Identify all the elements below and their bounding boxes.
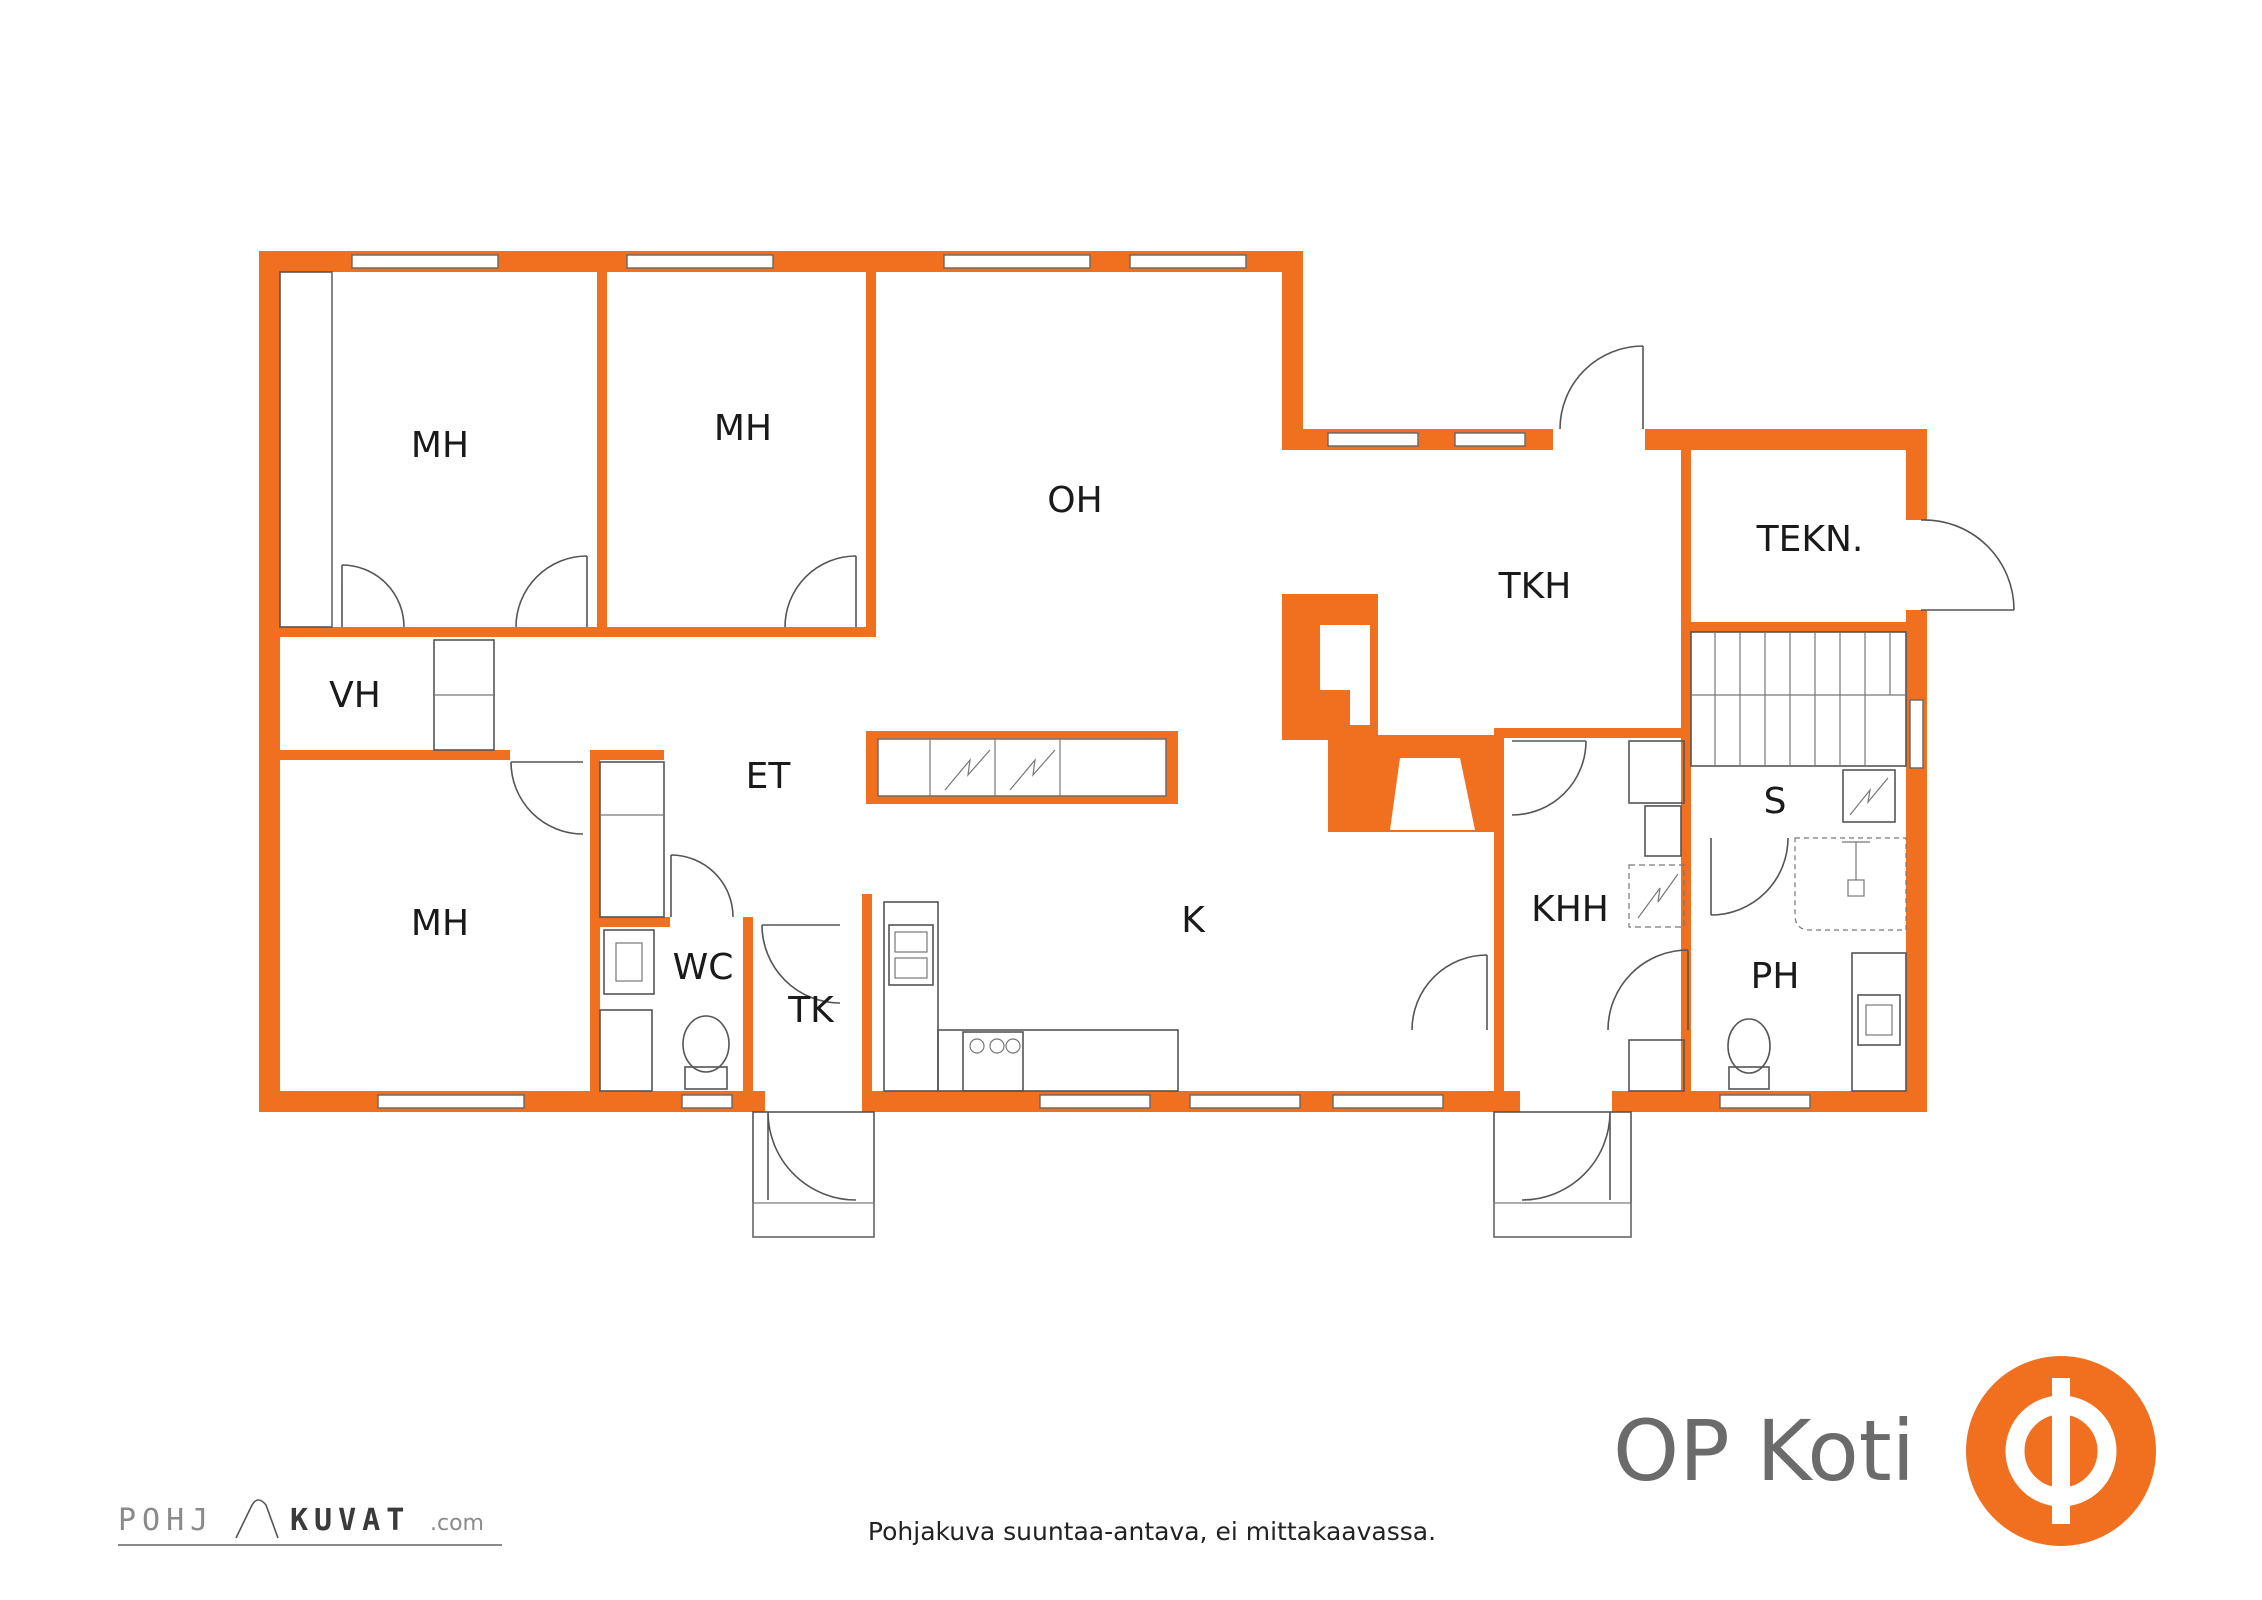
fireplace-opening	[1320, 625, 1370, 725]
wall-tk-east	[862, 894, 872, 1112]
shower-area	[1794, 837, 1907, 931]
credit-part1: POHJ	[118, 1503, 214, 1538]
wall-vh-south	[280, 750, 510, 760]
room-label-khh: KHH	[1531, 889, 1609, 930]
door-swing	[510, 761, 584, 835]
brand-name: OP Koti	[1613, 1402, 1915, 1500]
fireplace-opening-2	[1390, 758, 1475, 830]
khh-sink	[1644, 805, 1682, 857]
porches	[752, 1111, 1632, 1238]
kitchen-sink	[888, 924, 934, 986]
credit-roof-icon	[235, 1499, 279, 1539]
porch-west-step	[752, 1202, 875, 1238]
room-label-k: K	[1181, 900, 1206, 941]
fixtures	[279, 271, 1907, 1092]
wall-tk-west	[743, 917, 753, 1112]
walls	[259, 251, 1927, 1112]
window	[1129, 254, 1247, 269]
room-label-vh: VH	[329, 675, 381, 716]
wall-khh-east	[1681, 735, 1691, 1112]
closet	[599, 761, 665, 918]
window	[1719, 1094, 1811, 1109]
wall-wc-middle	[590, 917, 670, 927]
room-label-wc: WC	[673, 947, 734, 988]
door-swing	[761, 924, 841, 1004]
door-swing	[1511, 740, 1587, 816]
credit-part3: .com	[430, 1511, 484, 1536]
toilet	[1727, 1018, 1771, 1074]
doors	[341, 345, 2015, 1031]
porch-east-step	[1493, 1202, 1632, 1238]
window	[681, 1094, 733, 1109]
wall-tech-west	[1681, 429, 1691, 766]
room-label-tekn: TEKN.	[1756, 519, 1864, 560]
window	[351, 254, 499, 269]
room-labels: MH MH OH TKH TEKN. VH ET K MH WC TK KHH …	[329, 408, 1863, 1031]
wall-mh2-east	[866, 251, 876, 637]
wall-wc-west	[590, 750, 600, 1112]
kitchen-island-counter	[877, 738, 1167, 797]
wall-tech-south	[1681, 622, 1927, 632]
room-label-tk: TK	[787, 990, 835, 1031]
room-label-et: ET	[746, 756, 792, 797]
credit-part2: KUVAT	[290, 1503, 410, 1538]
toilet	[682, 1015, 730, 1073]
ph-counter	[1851, 952, 1907, 1092]
room-label-s: S	[1764, 781, 1787, 822]
op-logo-icon	[1966, 1356, 2156, 1546]
disclaimer-text: Pohjakuva suuntaa-antava, ei mittakaavas…	[868, 1517, 1436, 1546]
window	[943, 254, 1091, 269]
wall-oh-east	[1282, 251, 1303, 450]
window	[1039, 1094, 1151, 1109]
kitchen-counter	[883, 901, 939, 1092]
ph-sink	[1857, 994, 1901, 1046]
window	[1454, 432, 1526, 447]
window	[1189, 1094, 1301, 1109]
room-label-mh-1: MH	[411, 425, 469, 466]
kitchen-counter	[937, 1029, 1179, 1092]
windows	[351, 254, 1924, 1109]
door-swing	[1920, 519, 2015, 611]
door-swing	[515, 555, 588, 628]
wall-mh1-east	[597, 251, 607, 637]
sauna-stove	[1842, 769, 1896, 823]
door-swing	[1411, 954, 1488, 1031]
door-swing	[1607, 949, 1689, 1031]
door-swing	[1710, 837, 1789, 916]
window	[377, 1094, 525, 1109]
porch-west	[752, 1111, 875, 1238]
wall-khh-west	[1494, 735, 1504, 1112]
room-label-oh: OH	[1047, 480, 1102, 521]
door-swing	[767, 1111, 857, 1201]
closet	[279, 271, 333, 628]
door-swing	[1521, 1111, 1611, 1201]
khh-cabinet	[1628, 1039, 1685, 1092]
staircase	[1690, 631, 1907, 767]
wall-bedrooms-south	[280, 627, 876, 637]
closet	[599, 1009, 653, 1092]
window	[1332, 1094, 1444, 1109]
wc-sink	[603, 929, 655, 995]
room-label-ph: PH	[1751, 956, 1800, 997]
window	[1909, 699, 1924, 769]
wall-wc-north	[590, 750, 664, 760]
door-openings	[765, 429, 1927, 1112]
door-swing	[341, 564, 405, 628]
door-swing	[1559, 345, 1644, 430]
wall-left	[259, 251, 280, 1112]
wall-khh-north	[1494, 728, 1691, 738]
khh-cabinet	[1628, 740, 1685, 804]
door-swing	[784, 555, 857, 628]
window	[1327, 432, 1419, 447]
pohjakuvat-credit: POHJ KUVAT .com	[118, 1499, 502, 1546]
door-swing	[670, 854, 734, 918]
washing-machine	[1628, 864, 1685, 928]
room-label-mh-3: MH	[411, 903, 469, 944]
room-label-mh-2: MH	[714, 408, 772, 449]
stove	[962, 1031, 1024, 1092]
room-label-tkh: TKH	[1498, 566, 1572, 607]
window	[626, 254, 774, 269]
